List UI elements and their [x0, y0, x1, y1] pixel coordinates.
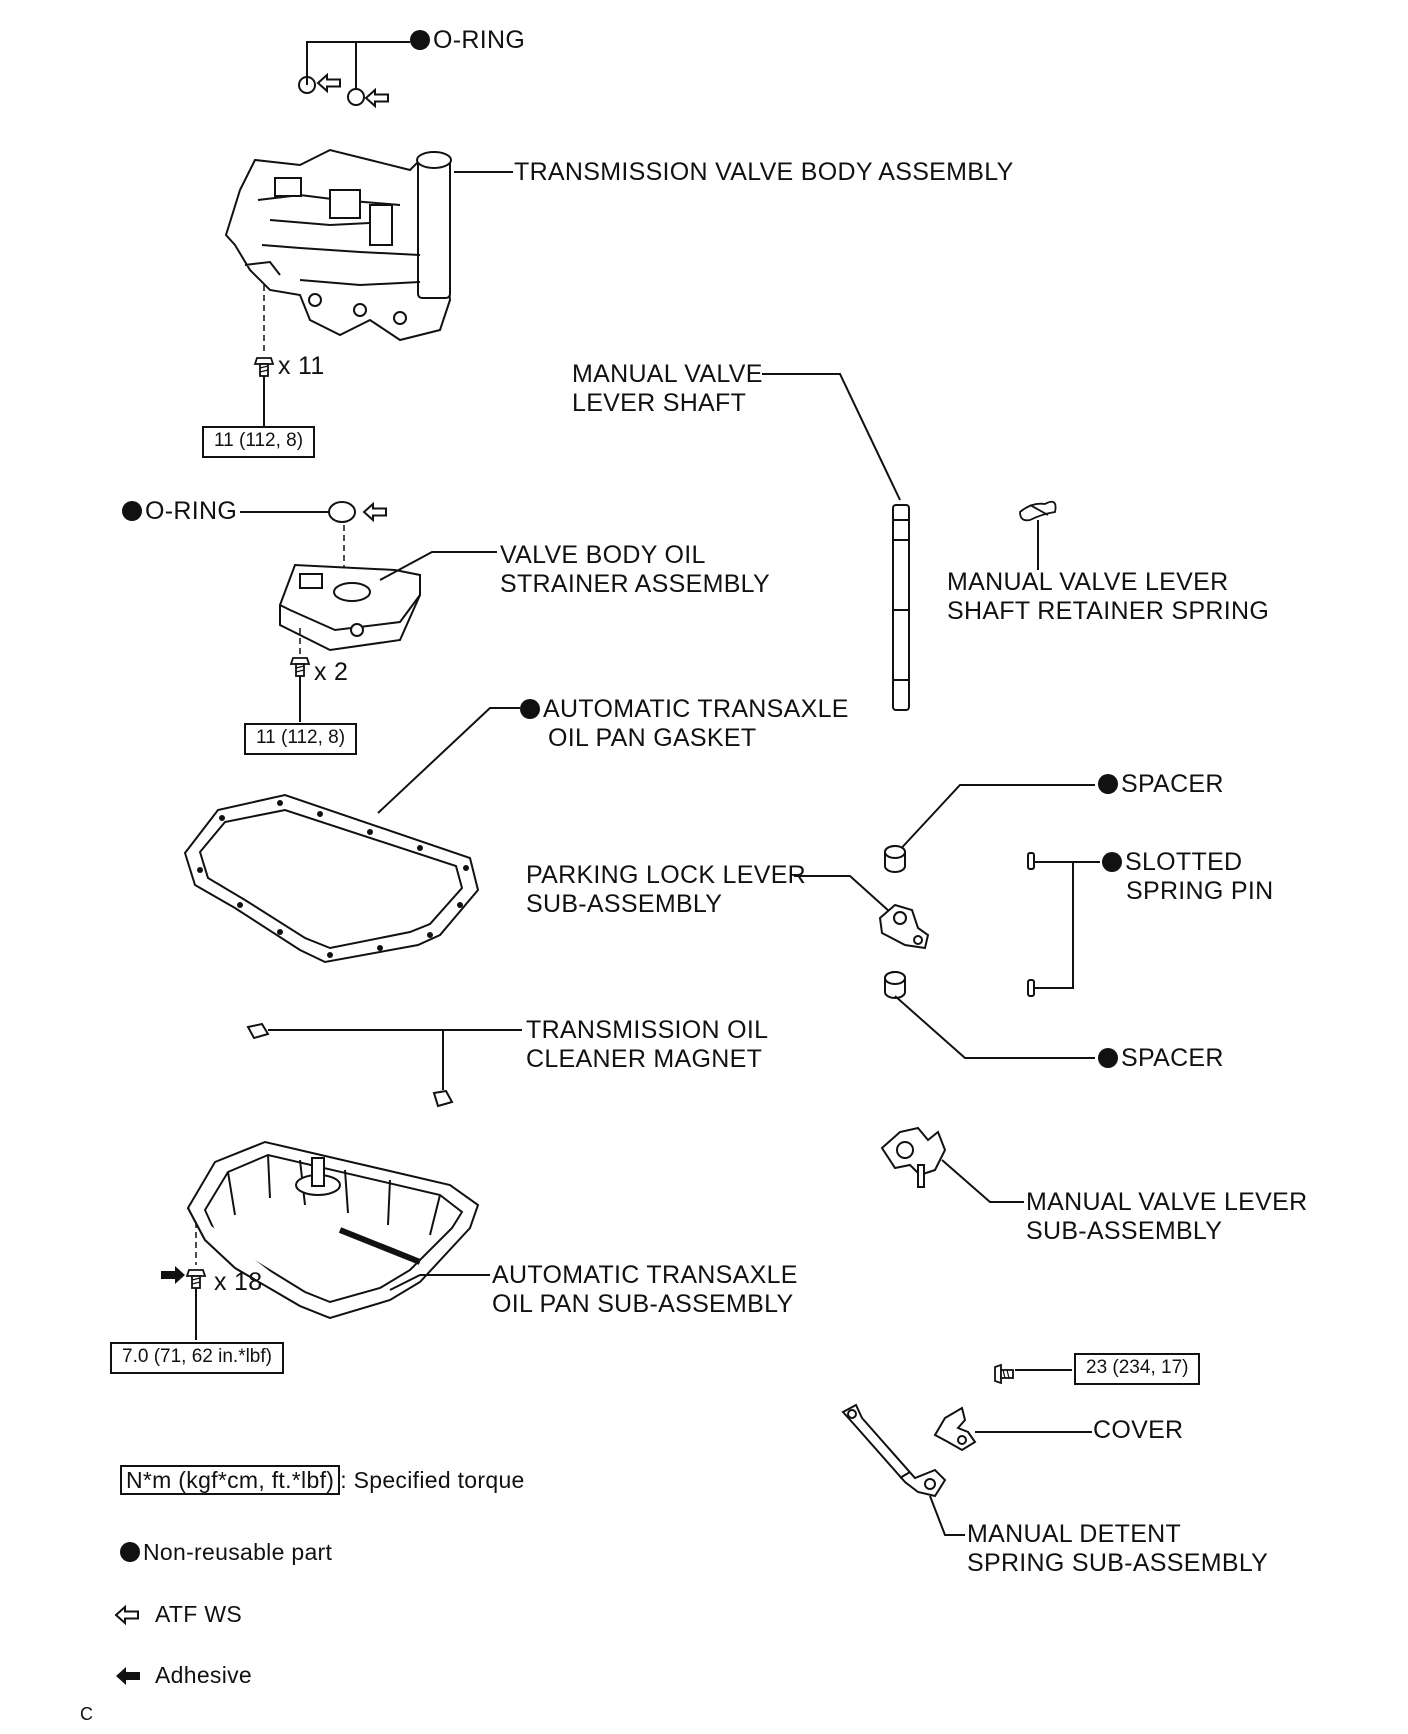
cover-label: COVER [1093, 1416, 1184, 1444]
legend-torque: N*m (kgf*cm, ft.*lbf): Specified torque [120, 1465, 525, 1495]
bolt-icon [994, 1364, 1014, 1384]
torque-box-strainer: 11 (112, 8) [244, 723, 358, 755]
non-reusable-icon [1098, 774, 1118, 794]
oring-top-leader [306, 41, 410, 85]
retainer-spring-icon [1019, 500, 1057, 522]
manual-valve-lever-label: MANUAL VALVE LEVER SUB-ASSEMBLY [1026, 1188, 1308, 1245]
oring-mid-icon [328, 501, 356, 523]
slotted-pin-label: SLOTTED SPRING PIN [1102, 848, 1273, 906]
manual-valve-lever-icon [880, 1126, 947, 1188]
strainer-qty: x 2 [314, 658, 349, 686]
valve-body-icon [224, 148, 452, 342]
legend-atf: ATF WS [155, 1601, 242, 1627]
non-reusable-icon [1098, 1048, 1118, 1068]
lever-shaft-icon [892, 504, 910, 711]
spacer-top-label: SPACER [1098, 770, 1224, 799]
non-reusable-icon [410, 30, 430, 50]
bolt-icon [186, 1269, 206, 1289]
valve-body-label: TRANSMISSION VALVE BODY ASSEMBLY [514, 158, 1014, 186]
detent-spring-label: MANUAL DETENT SPRING SUB-ASSEMBLY [967, 1520, 1269, 1577]
legend-torque-box: N*m (kgf*cm, ft.*lbf) [120, 1465, 341, 1495]
legend-atf-arrow-icon [115, 1606, 139, 1624]
oil-pan-icon [186, 1140, 480, 1320]
spacer-bottom-label: SPACER [1098, 1044, 1224, 1073]
strainer-icon [279, 563, 421, 652]
torque-box-detent: 23 (234, 17) [1074, 1353, 1201, 1385]
slotted-pin-icon [1027, 852, 1035, 997]
oring-mid-label: O-RING [122, 497, 237, 526]
legend-nonreusable: Non-reusable part [120, 1538, 332, 1567]
detent-spring-icon [841, 1403, 947, 1498]
retainer-spring-label: MANUAL VALVE LEVER SHAFT RETAINER SPRING [947, 568, 1270, 625]
adhesive-arrow-icon [161, 1266, 185, 1284]
bolt-icon [254, 357, 274, 377]
parking-lock-lever-label: PARKING LOCK LEVER SUB-ASSEMBLY [526, 861, 807, 918]
magnet-icon [246, 1022, 454, 1108]
non-reusable-icon [1102, 852, 1122, 872]
atf-arrow-icon [317, 74, 341, 92]
oring-top-2-icon [347, 88, 365, 106]
cover-icon [933, 1406, 977, 1452]
parking-lock-lever-icon [878, 903, 930, 950]
atf-arrow-icon [363, 503, 387, 521]
non-reusable-icon [120, 1542, 140, 1562]
legend-adhesive-arrow-icon [116, 1667, 140, 1685]
magnet-label: TRANSMISSION OIL CLEANER MAGNET [526, 1016, 769, 1073]
pan-gasket-label: AUTOMATIC TRANSAXLE OIL PAN GASKET [520, 695, 849, 753]
torque-box-valve-body: 11 (112, 8) [202, 426, 316, 458]
oring-top-1-icon [298, 76, 316, 94]
legend-adhesive: Adhesive [155, 1662, 253, 1688]
non-reusable-icon [520, 699, 540, 719]
atf-arrow-icon [365, 89, 389, 107]
non-reusable-icon [122, 501, 142, 521]
oil-pan-label: AUTOMATIC TRANSAXLE OIL PAN SUB-ASSEMBLY [492, 1261, 798, 1318]
valve-body-qty: x 11 [278, 352, 325, 380]
torque-box-oil-pan: 7.0 (71, 62 in.*lbf) [110, 1342, 284, 1374]
spacer-bottom-icon [884, 971, 906, 999]
oil-pan-qty: x 18 [214, 1268, 263, 1296]
lever-shaft-label: MANUAL VALVE LEVER SHAFT [572, 360, 763, 417]
corner-code: C [80, 1704, 94, 1724]
bolt-icon [290, 657, 310, 677]
oring-top-label: O-RING [410, 26, 525, 55]
strainer-label: VALVE BODY OIL STRAINER ASSEMBLY [500, 541, 770, 598]
pan-gasket-icon [183, 793, 480, 964]
spacer-top-icon [884, 845, 906, 873]
